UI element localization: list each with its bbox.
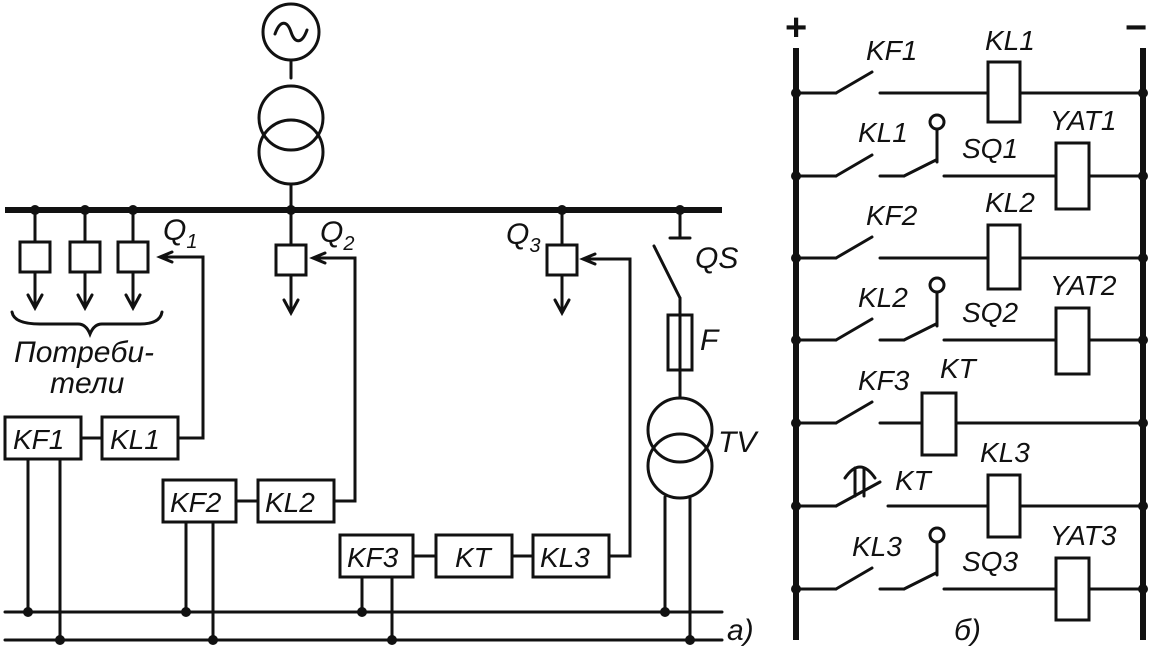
rung-3-coil-label: KL2 [985,187,1035,218]
power-transformer-symbol [257,84,325,212]
rung-1-contact-label: KF1 [866,35,917,66]
relay-kt-label: KT [455,542,493,573]
rung-7-contact-label: KL3 [852,531,902,562]
relay-kl2-label: KL2 [265,487,315,518]
breaker-q3 [545,208,579,317]
relay-chain-3 [338,252,632,642]
minus-sign: − [1125,7,1147,49]
rung-3 [791,223,1148,291]
rung-4-coil-label: YAT2 [1050,270,1117,301]
panel-b-label: б) [954,614,981,647]
breaker-q1-label: Q1 [163,214,197,253]
relay-kf1-label: KF1 [13,424,64,455]
rung-6-contact-label: KT [895,465,933,496]
rung-6 [791,465,1148,539]
relay-kl1-label: KL1 [110,424,160,455]
bus-junctions [23,607,695,645]
rung-2 [791,113,1148,211]
relay-kf2-label: KF2 [170,487,222,518]
rung-3-contact-label: KF2 [866,200,918,231]
relay-chain-2 [161,251,357,642]
relay-chain-1 [3,250,205,642]
rung-2-aux-label: SQ1 [962,133,1018,164]
switch-qs-label: QS [695,242,738,275]
rung-4-aux-label: SQ2 [962,297,1018,328]
rung-7-aux-label: SQ3 [962,546,1018,577]
consumers-label-line2: тели [50,367,125,400]
consumers-label-line1: Потреби- [14,336,154,369]
rung-2-contact-label: KL1 [858,117,908,148]
breaker-q2-label: Q2 [320,216,354,255]
rung-1 [791,60,1148,124]
rung-6-coil-label: KL3 [980,437,1030,468]
rung-5-contact-label: KF3 [858,365,910,396]
generator-symbol [261,2,321,80]
breaker-q3-label: Q3 [506,218,540,257]
fuse-f-label: F [700,324,720,357]
rung-7-coil-label: YAT3 [1050,520,1117,551]
transformer-tv-label: TV [718,426,759,459]
panel-a-label: а) [727,614,754,647]
relay-kl3-label: KL3 [540,542,590,573]
breaker-q2 [274,208,308,317]
relay-kf3-label: KF3 [347,542,399,573]
rung-2-coil-label: YAT1 [1050,105,1116,136]
rung-1-coil-label: KL1 [985,25,1035,56]
rung-4 [791,276,1148,376]
rung-5 [791,391,1148,457]
rung-4-contact-label: KL2 [858,282,908,313]
rung-7 [791,526,1148,622]
rung-5-coil-label: KT [940,353,978,384]
plus-sign: + [785,7,807,49]
voltage-transformer-branch [646,208,714,642]
consumer-feeders [10,208,164,339]
